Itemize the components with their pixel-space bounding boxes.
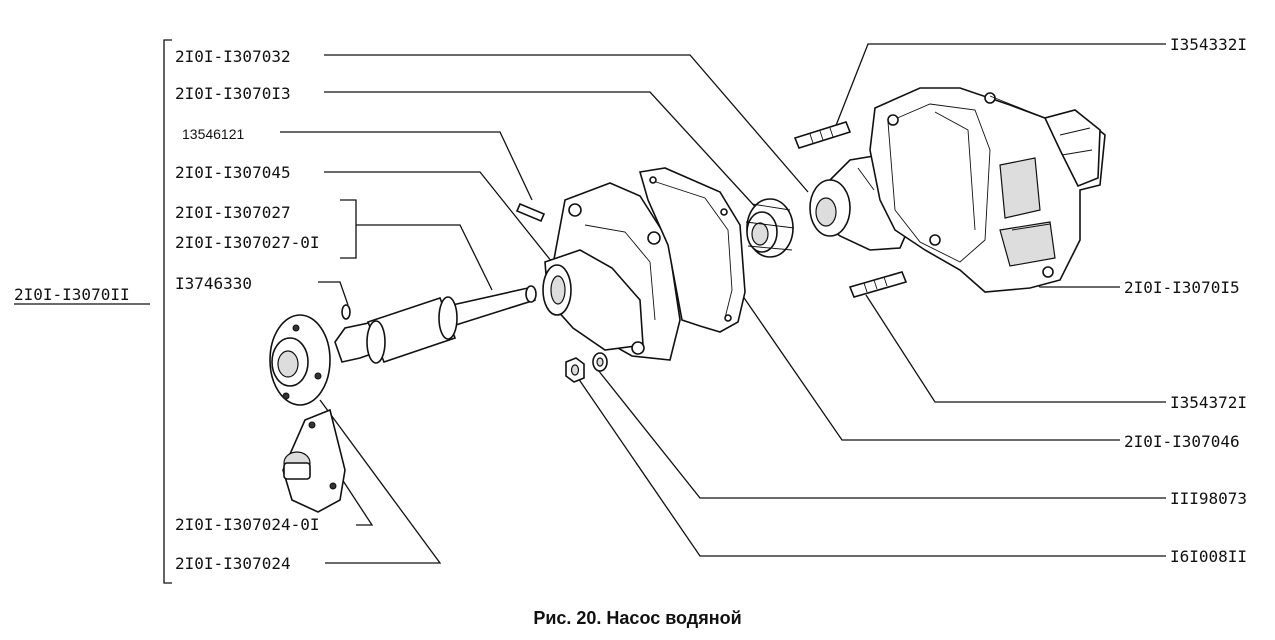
label-l5b: 2I0I-I307027-0I <box>175 233 320 252</box>
figure-caption: Рис. 20. Насос водяной <box>533 608 742 628</box>
pump-housing <box>869 87 1106 293</box>
label-r5: III98073 <box>1170 489 1247 508</box>
label-r4: 2I0I-I307046 <box>1124 432 1240 451</box>
label-r1: I354332I <box>1170 35 1247 54</box>
seal <box>745 198 795 258</box>
stud-bottom <box>848 271 908 298</box>
label-l4: 2I0I-I307045 <box>175 163 291 182</box>
left-labels: 2I0I-I307032 2I0I-I3070I3 13546121 2I0I-… <box>175 47 320 573</box>
stud-top <box>793 121 852 149</box>
shaft-bearing <box>334 285 537 364</box>
pump-cover <box>542 182 681 361</box>
right-labels: I354332I 2I0I-I3070I5 I354372I 2I0I-I307… <box>1124 35 1247 566</box>
label-r3: I354372I <box>1170 393 1247 412</box>
stud-pin-small <box>515 202 546 223</box>
ring <box>341 304 351 320</box>
label-l8: 2I0I-I307024 <box>175 554 291 573</box>
label-r6: I6I008II <box>1170 547 1247 566</box>
spacer-plate <box>282 408 346 513</box>
label-l5a: 2I0I-I307027 <box>175 203 291 222</box>
label-l6: I3746330 <box>175 274 252 293</box>
washer <box>592 352 608 372</box>
label-l3: 13546121 <box>182 126 245 142</box>
label-assembly: 2I0I-I3070II <box>14 285 130 304</box>
nut <box>565 357 585 383</box>
leader-lines <box>280 43 1166 564</box>
gasket <box>638 167 746 333</box>
label-l2: 2I0I-I3070I3 <box>175 84 291 103</box>
assembly-bracket: 2I0I-I3070II <box>14 39 172 584</box>
pulley-hub-flange <box>269 314 331 406</box>
label-r2: 2I0I-I3070I5 <box>1124 278 1240 297</box>
label-l1: 2I0I-I307032 <box>175 47 291 66</box>
label-l7: 2I0I-I307024-0I <box>175 515 320 534</box>
